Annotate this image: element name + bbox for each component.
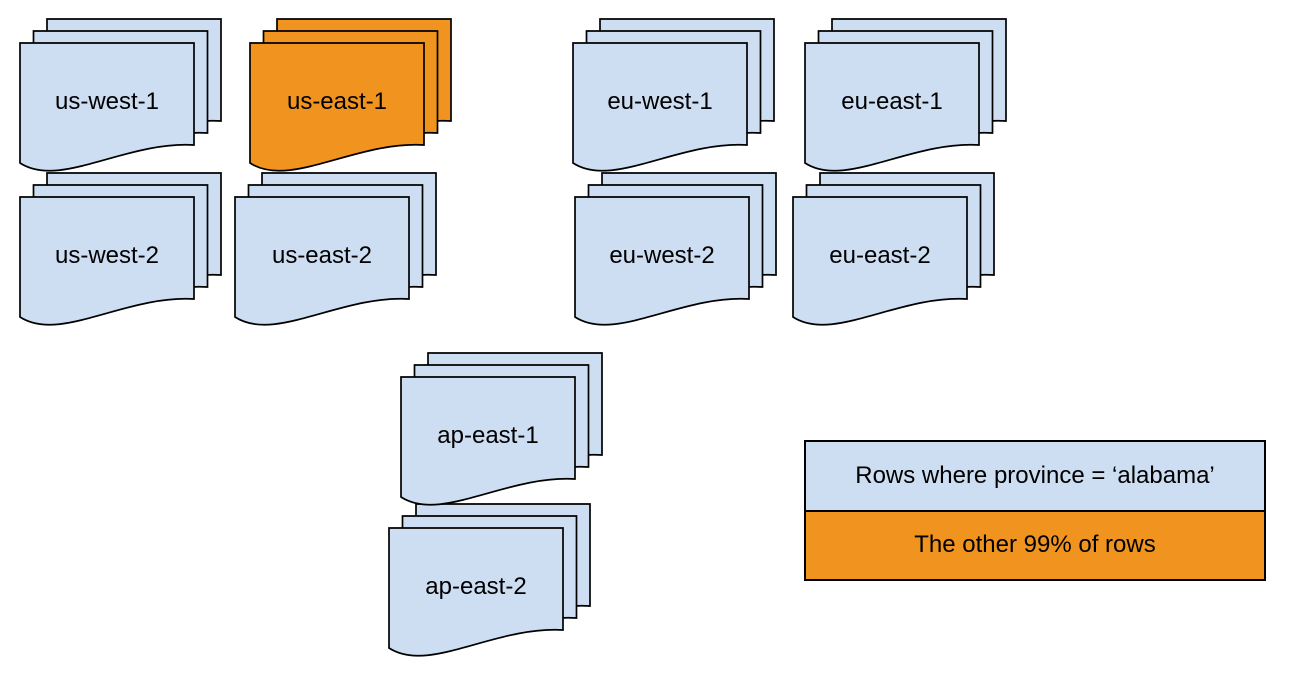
legend-item-label: The other 99% of rows: [914, 531, 1156, 559]
region-stack-us-west-2: us-west-2: [19, 172, 223, 330]
document-stack-icon: [19, 172, 222, 326]
legend: Rows where province = ‘alabama’ The othe…: [804, 440, 1266, 581]
document-stack-icon: [572, 18, 775, 172]
region-stack-us-east-2: us-east-2: [234, 172, 438, 330]
document-stack-icon: [792, 172, 995, 326]
legend-item-alabama-rows: Rows where province = ‘alabama’: [806, 442, 1264, 510]
region-stack-us-west-1: us-west-1: [19, 18, 223, 176]
document-stack-icon: [574, 172, 777, 326]
document-stack-icon: [19, 18, 222, 172]
document-stack-icon: [804, 18, 1007, 172]
legend-item-label: Rows where province = ‘alabama’: [855, 461, 1215, 489]
region-stack-eu-west-1: eu-west-1: [572, 18, 776, 176]
document-stack-icon: [249, 18, 452, 172]
document-stack-icon: [400, 352, 603, 506]
region-stack-eu-west-2: eu-west-2: [574, 172, 778, 330]
document-stack-icon: [388, 503, 591, 657]
region-stack-eu-east-2: eu-east-2: [792, 172, 996, 330]
region-stack-eu-east-1: eu-east-1: [804, 18, 1008, 176]
region-stack-ap-east-2: ap-east-2: [388, 503, 592, 661]
document-stack-icon: [234, 172, 437, 326]
region-stack-us-east-1: us-east-1: [249, 18, 453, 176]
legend-item-other-rows: The other 99% of rows: [806, 509, 1264, 579]
region-stack-ap-east-1: ap-east-1: [400, 352, 604, 510]
